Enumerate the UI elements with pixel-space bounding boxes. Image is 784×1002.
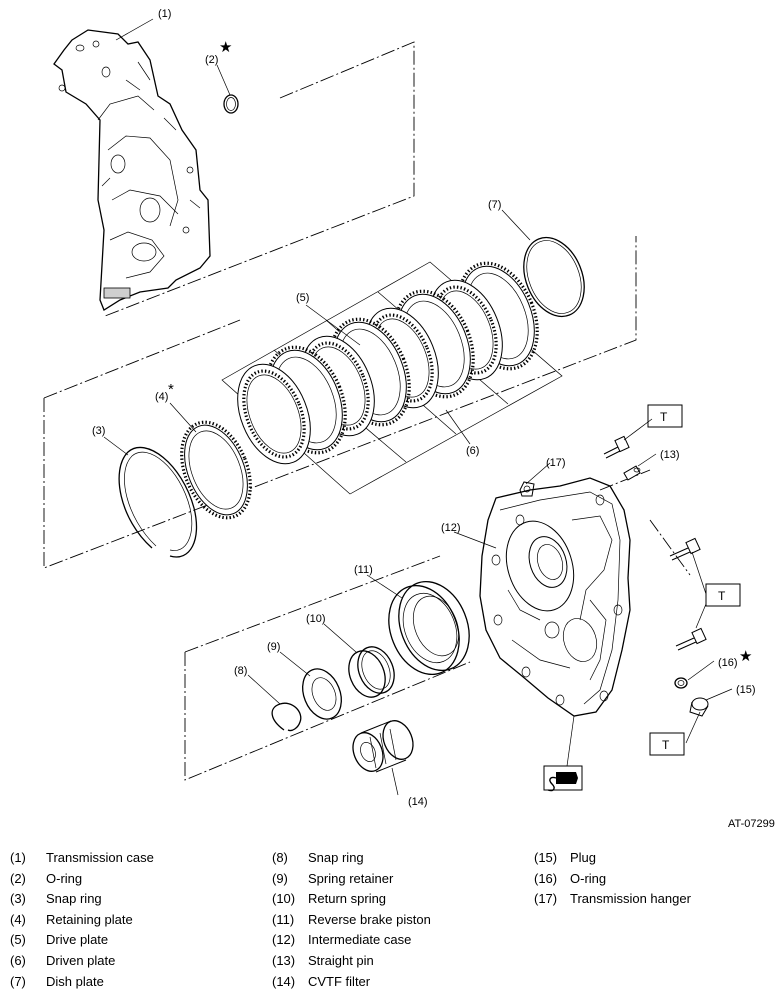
- callout-5: (5): [296, 292, 309, 304]
- legend-name: O-ring: [570, 870, 607, 886]
- callout-labels: (1) (2) (3) (4) (5) (6) (7) (8) (9) (10)…: [92, 8, 756, 808]
- snap-ring-8-part: [271, 702, 302, 732]
- symbols: ★ ★ * T T T: [168, 39, 752, 792]
- legend-name: Spring retainer: [308, 870, 394, 886]
- legend-number: (14): [272, 973, 296, 989]
- svg-text:T: T: [718, 589, 726, 603]
- legend-number: (8): [272, 850, 288, 865]
- legend-name: Intermediate case: [308, 932, 412, 948]
- torque-box: T: [649, 732, 685, 756]
- assembly-outline-middle: [43, 236, 637, 569]
- assembly-outline-upper: [104, 41, 415, 317]
- legend-name: Return spring: [308, 891, 387, 907]
- legend-number: (13): [272, 952, 296, 968]
- snap-ring-3-part: [118, 446, 198, 558]
- legend-number: (3): [10, 891, 26, 907]
- callout-3: (3): [92, 425, 105, 437]
- bolt-upper: [603, 435, 630, 459]
- leader-lines: [103, 18, 733, 796]
- legend-number: (2): [10, 870, 26, 886]
- legend-name: Straight pin: [308, 952, 374, 968]
- callout-6: (6): [466, 445, 479, 457]
- legend-name: Snap ring: [46, 891, 102, 907]
- legend-number: (10): [272, 891, 296, 907]
- asterisk-icon: *: [168, 381, 174, 398]
- star-icon: ★: [219, 39, 232, 56]
- legend-name: Driven plate: [46, 952, 116, 968]
- svg-text:T: T: [662, 738, 670, 752]
- transmission-case-part: [53, 29, 211, 311]
- retaining-plate-part: [180, 420, 252, 520]
- callout-16: (16): [718, 657, 738, 669]
- legend-name: Snap ring: [308, 850, 364, 865]
- callout-12: (12): [441, 522, 461, 534]
- legend-number: (16): [534, 870, 558, 886]
- legend-number: (6): [10, 952, 26, 968]
- straight-pin-part: [623, 465, 641, 481]
- intermediate-case-part: [479, 477, 631, 717]
- legend-number: (7): [10, 973, 26, 989]
- bolt-right-2: [675, 627, 707, 651]
- callout-10: (10): [306, 613, 326, 625]
- figure-code: AT-07299: [728, 818, 775, 830]
- legend-number: (11): [272, 911, 295, 927]
- callout-7: (7): [488, 199, 501, 211]
- callout-13: (13): [660, 449, 680, 461]
- legend-number: (12): [272, 932, 296, 948]
- cvtf-filter-part: [352, 720, 414, 773]
- svg-text:T: T: [660, 410, 668, 424]
- callout-8: (8): [234, 665, 247, 677]
- bolt-right-1: [669, 537, 701, 561]
- plate-pack: [237, 261, 539, 465]
- legend-name: Reverse brake piston: [308, 911, 431, 927]
- legend-number: (9): [272, 870, 288, 886]
- spring-retainer-part: [302, 668, 342, 720]
- assembly-outline-lower: [184, 469, 691, 781]
- callout-14: (14): [408, 796, 428, 808]
- callout-11: (11): [354, 564, 373, 576]
- legend-name: O-ring: [46, 870, 83, 886]
- legend-number: (15): [534, 850, 558, 865]
- legend-number: (4): [10, 911, 26, 927]
- legend-name: CVTF filter: [308, 973, 371, 989]
- torque-box: T: [647, 404, 683, 428]
- exploded-view-diagram: (1) (2) (3) (4) (5) (6) (7) (8) (9) (10)…: [43, 8, 756, 808]
- o-ring-2-part: [223, 94, 239, 114]
- reverse-brake-piston-part: [388, 580, 470, 676]
- legend-name: Dish plate: [46, 973, 104, 989]
- callout-4: (4): [155, 391, 168, 403]
- legend-name: Drive plate: [46, 932, 109, 948]
- legend-number: (1): [10, 850, 26, 865]
- o-ring-16-part: [674, 677, 688, 689]
- legend-name: Plug: [570, 850, 597, 865]
- return-spring-part: [348, 646, 395, 698]
- legend-number: (5): [10, 932, 26, 948]
- legend-name: Transmission hanger: [570, 891, 691, 907]
- callout-9: (9): [267, 641, 280, 653]
- transmission-hanger-part: [519, 481, 535, 497]
- plug-part: [689, 697, 709, 717]
- drive-plate-d: [237, 363, 311, 465]
- callout-1: (1): [158, 8, 171, 20]
- dish-plate-part: [523, 236, 585, 318]
- callout-15: (15): [736, 684, 756, 696]
- liquid-gasket-icon: [543, 765, 583, 792]
- callout-2: (2): [205, 54, 218, 66]
- torque-box: T: [705, 583, 741, 607]
- callout-17: (17): [546, 457, 566, 469]
- star-icon: ★: [739, 648, 752, 665]
- legend-name: Transmission case: [46, 850, 154, 865]
- legend-name: Retaining plate: [46, 911, 133, 927]
- legend-number: (17): [534, 891, 558, 907]
- parts-legend: (1) Transmission case (2) O-ring (3) Snap r…: [0, 850, 784, 1000]
